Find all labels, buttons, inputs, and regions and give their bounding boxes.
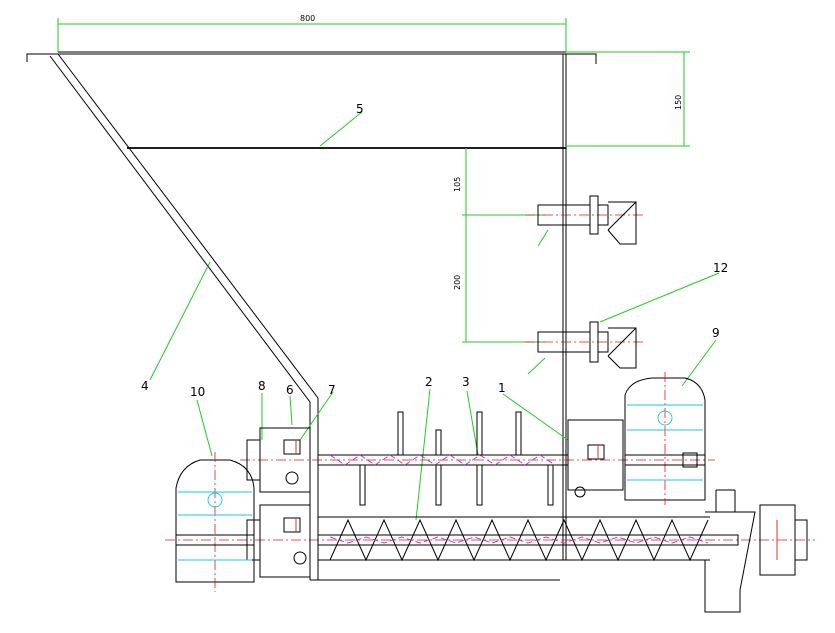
dimension-texts: 800 150 105 200: [300, 14, 683, 290]
part-label-8: 8: [258, 379, 266, 393]
part-label-4: 4: [141, 379, 149, 393]
gear-motor-left: [175, 452, 255, 592]
dimension-lines: [57, 18, 720, 521]
part-labels: 1 2 3 4 5 6 7 8 9 10 12: [141, 102, 728, 399]
part-label-3: 3: [462, 375, 470, 389]
dim-800: 800: [300, 14, 315, 23]
dim-105: 105: [453, 177, 462, 192]
gear-motor-right: [624, 372, 706, 505]
part-label-2: 2: [425, 375, 433, 389]
part-label-5: 5: [356, 102, 364, 116]
dim-150: 150: [674, 95, 683, 110]
part-label-7: 7: [328, 383, 336, 397]
level-sensor-upper: [525, 195, 645, 245]
screw-conveyor: [165, 489, 815, 613]
bearing-left-lower: [246, 504, 311, 578]
hopper: [26, 51, 597, 580]
dim-200: 200: [453, 275, 462, 290]
part-label-1: 1: [498, 381, 506, 395]
part-label-12: 12: [713, 261, 728, 275]
level-sensor-lower: [525, 321, 645, 369]
agitator-shaft: [240, 411, 715, 506]
bearing-left-upper: [246, 427, 311, 493]
bearing-right-upper: [567, 419, 624, 498]
part-label-10: 10: [190, 385, 205, 399]
part-label-9: 9: [712, 326, 720, 340]
part-label-6: 6: [286, 383, 294, 397]
